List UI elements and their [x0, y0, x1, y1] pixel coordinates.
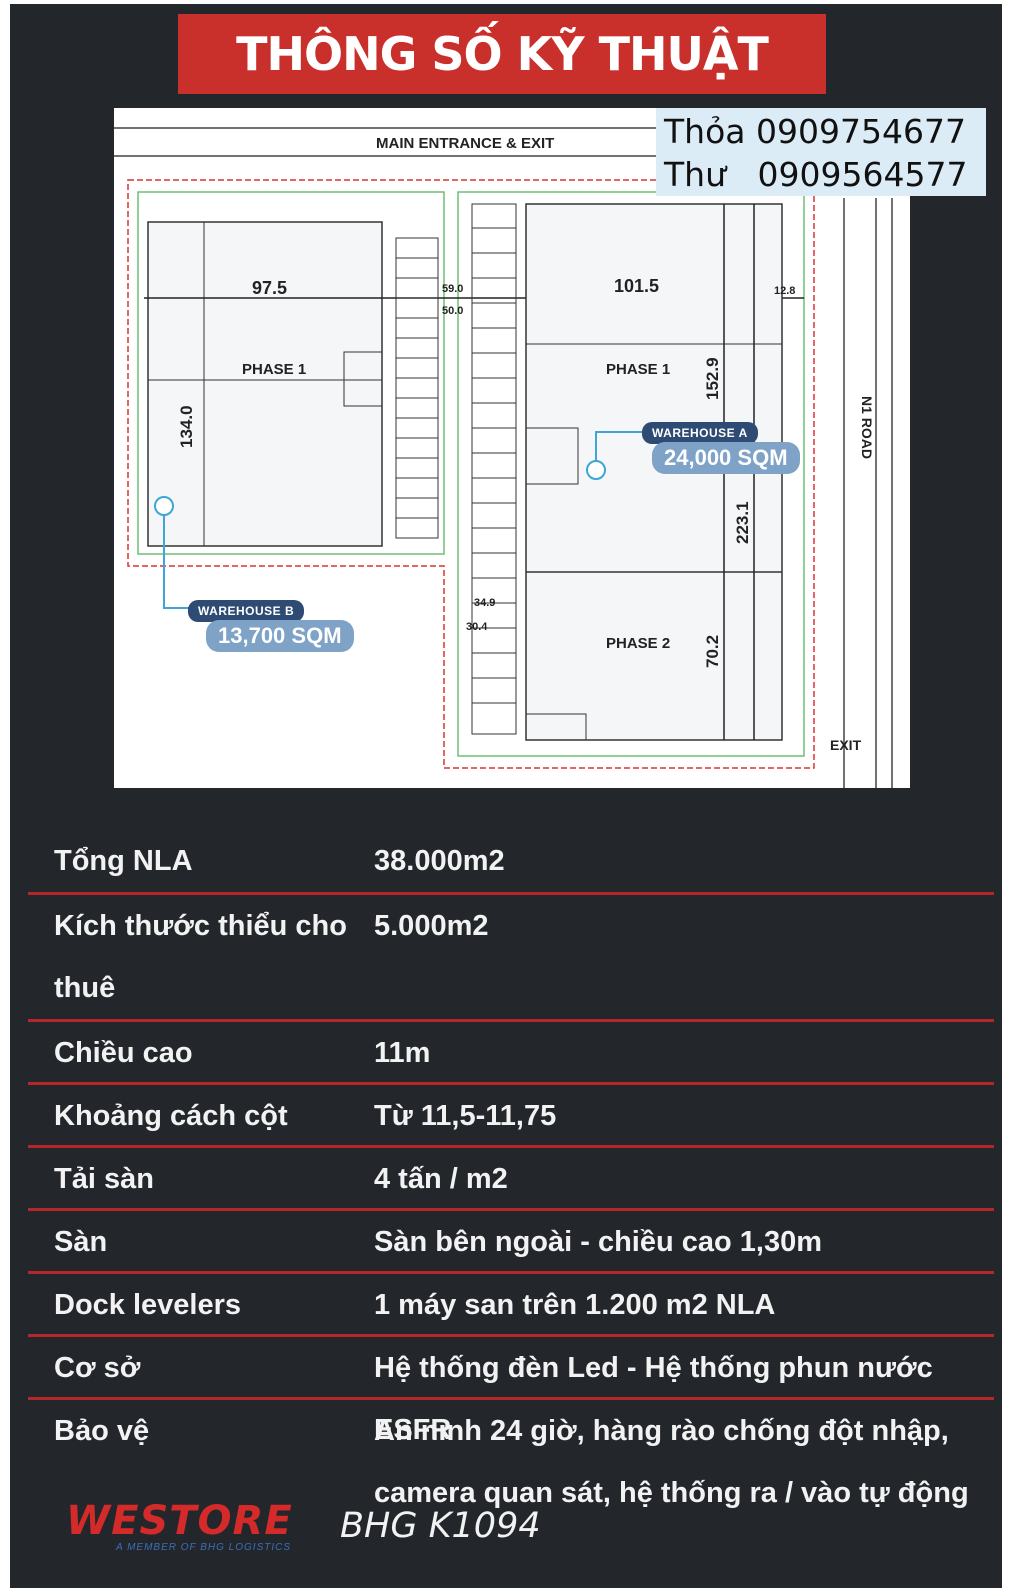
- spec-label: Dock levelers: [54, 1289, 242, 1321]
- warehouse-b-depth: 134.0: [177, 405, 196, 448]
- warehouse-a-phase2: PHASE 2: [606, 635, 670, 652]
- spec-value: Sàn bên ngoài - chiều cao 1,30m: [374, 1226, 823, 1258]
- spec-row: Sàn Sàn bên ngoài - chiều cao 1,30m: [28, 1211, 994, 1274]
- warehouse-a-depth-total: 223.1: [733, 501, 752, 544]
- road-width-2: 50.0: [442, 305, 463, 317]
- warehouse-b-area: 13,700 SQM: [206, 620, 354, 652]
- contact-1-phone: 0909754677: [756, 112, 966, 151]
- spec-label: Kích thước thiểu cho thuê: [54, 910, 347, 1004]
- warehouse-a-width: 101.5: [614, 276, 659, 296]
- spec-row: Tổng NLA 38.000m2: [28, 830, 994, 895]
- warehouse-a-area: 24,000 SQM: [652, 442, 800, 474]
- contact-1: Thỏa 0909754677: [664, 110, 978, 153]
- site-plan-image: MAIN ENTRANCE & EXIT EXIT N1 ROAD 97.5 1…: [114, 108, 986, 788]
- warehouse-a-phase1: PHASE 1: [606, 361, 670, 378]
- spec-label: Tổng NLA: [54, 845, 193, 877]
- spec-value: 11m: [374, 1037, 431, 1069]
- spec-row: Khoảng cách cột Từ 11,5-11,75: [28, 1085, 994, 1148]
- warehouse-b-phase: PHASE 1: [242, 361, 306, 378]
- contact-1-name: Thỏa: [664, 112, 746, 151]
- spec-row: Kích thước thiểu cho thuê 5.000m2: [28, 895, 994, 1022]
- spec-label: Cơ sở: [54, 1352, 141, 1384]
- spec-row: Cơ sở Hệ thống đèn Led - Hệ thống phun n…: [28, 1337, 994, 1446]
- road-width-4: 30.4: [466, 621, 488, 633]
- warehouse-a-depth-phase2: 70.2: [703, 635, 722, 668]
- contact-2-name: Thư: [664, 155, 726, 194]
- warehouse-a-side: 12.8: [774, 285, 795, 297]
- contact-2-phone: 0909564577: [757, 155, 968, 194]
- spec-label: Khoảng cách cột: [54, 1100, 288, 1132]
- road-width-3: 34.9: [474, 597, 495, 609]
- contact-box: Thỏa 0909754677 Thư 0909564577: [656, 108, 986, 196]
- spec-label: Tải sàn: [54, 1163, 154, 1195]
- spec-value: 38.000m2: [374, 845, 505, 877]
- spec-row: Tải sàn 4 tấn / m2: [28, 1148, 994, 1211]
- warehouse-a-depth-phase1: 152.9: [703, 357, 722, 400]
- spec-value: Từ 11,5-11,75: [374, 1100, 557, 1132]
- entrance-label: MAIN ENTRANCE & EXIT: [376, 135, 554, 152]
- spec-value: 1 máy san trên 1.200 m2 NLA: [374, 1289, 776, 1321]
- logo-tagline: A MEMBER OF BHG LOGISTICS: [116, 1542, 292, 1553]
- spec-value: Hệ thống đèn Led - Hệ thống phun nước ES…: [374, 1352, 933, 1446]
- warehouse-b-tag: WAREHOUSE B: [188, 600, 305, 622]
- spec-value: 5.000m2: [374, 910, 489, 942]
- spec-row: Dock levelers 1 máy san trên 1.200 m2 NL…: [28, 1274, 994, 1337]
- spec-label: Sàn: [54, 1226, 108, 1258]
- spec-row: Bảo vệ An ninh 24 giờ, hàng rào chống độ…: [28, 1400, 994, 1524]
- spec-value: An ninh 24 giờ, hàng rào chống đột nhập,…: [374, 1415, 969, 1509]
- spec-value: 4 tấn / m2: [374, 1163, 508, 1195]
- logo-text: WESTORE: [66, 1498, 293, 1544]
- warehouse-a-tag: WAREHOUSE A: [642, 422, 758, 444]
- road-width-1: 59.0: [442, 283, 463, 295]
- listing-code: BHG K1094: [340, 1506, 541, 1546]
- spec-table: Tổng NLA 38.000m2 Kích thước thiểu cho t…: [28, 830, 994, 1524]
- spec-sheet: THÔNG SỐ KỸ THUẬT: [10, 4, 1002, 1588]
- warehouse-b-width: 97.5: [252, 278, 287, 298]
- exit-label: EXIT: [830, 737, 862, 753]
- page-title: THÔNG SỐ KỸ THUẬT: [178, 14, 826, 94]
- contact-2: Thư 0909564577: [664, 153, 978, 196]
- spec-row: Chiều cao 11m: [28, 1022, 994, 1085]
- spec-label: Chiều cao: [54, 1037, 193, 1069]
- road-label: N1 ROAD: [859, 396, 875, 459]
- westore-logo: WESTORE A MEMBER OF BHG LOGISTICS: [66, 1498, 336, 1558]
- spec-label: Bảo vệ: [54, 1415, 150, 1447]
